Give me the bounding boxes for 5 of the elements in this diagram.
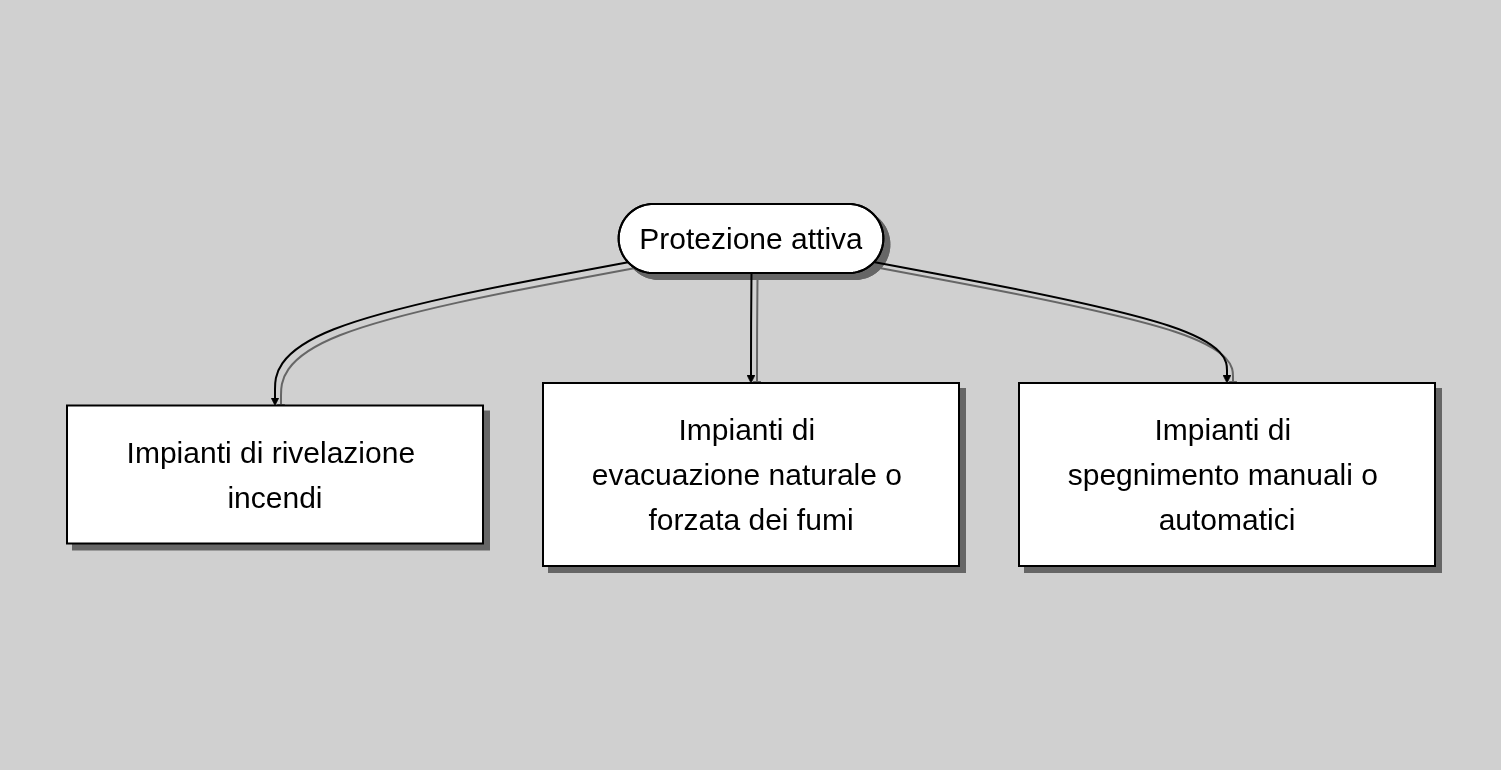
arrow bbox=[873, 261, 1231, 384]
arrow bbox=[746, 272, 755, 384]
node-box: Impianti di rivelazione incendi bbox=[65, 404, 484, 545]
node-box: Impianti di spegnimento manuali o automatici bbox=[1017, 382, 1436, 567]
node-box: Impianti di evacuazione naturale o forzata dei fumi bbox=[541, 382, 960, 567]
